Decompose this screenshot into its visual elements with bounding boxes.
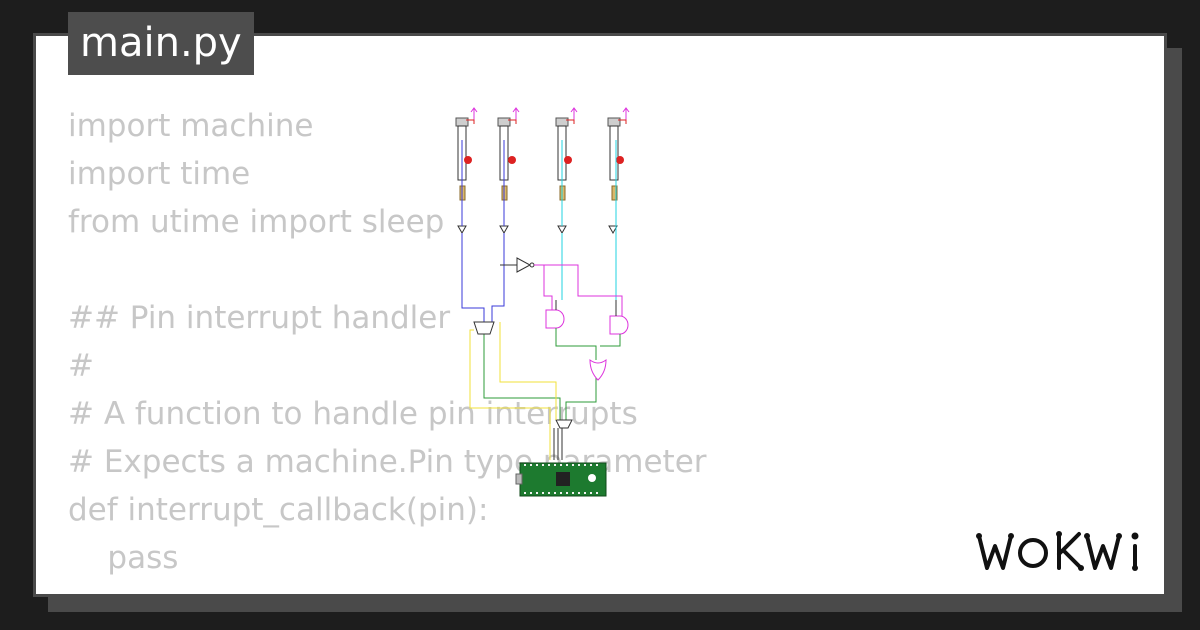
code-line: ## Pin interrupt handler [68, 300, 451, 336]
led-3 [564, 156, 572, 164]
code-line: import time [68, 156, 251, 192]
circuit-diagram [455, 107, 630, 497]
wokwi-logo [976, 531, 1139, 571]
resistor-4 [611, 185, 618, 201]
code-line: import machine [68, 108, 314, 144]
led-4 [616, 156, 624, 164]
code-line: # [68, 348, 94, 384]
led-1 [464, 156, 472, 164]
code-line: pass [68, 540, 179, 576]
or-gate [589, 359, 607, 381]
not-gate [516, 257, 535, 273]
raspberry-pi-pico-board [515, 462, 607, 497]
code-line: def interrupt_callback(pin): [68, 492, 489, 528]
preview-card [33, 33, 1167, 597]
switch-4 [607, 117, 621, 181]
latch-gate [473, 321, 495, 335]
and-gate-1 [545, 309, 565, 329]
output-gate [555, 419, 573, 429]
code-preview: import machine import time from utime impo… [68, 102, 707, 582]
code-line: from utime import sleep [68, 204, 445, 240]
file-name-tab: main.py [68, 12, 254, 75]
and-gate-2 [609, 315, 629, 335]
led-2 [508, 156, 516, 164]
code-line: # Expects a machine.Pin type parameter [68, 444, 707, 480]
